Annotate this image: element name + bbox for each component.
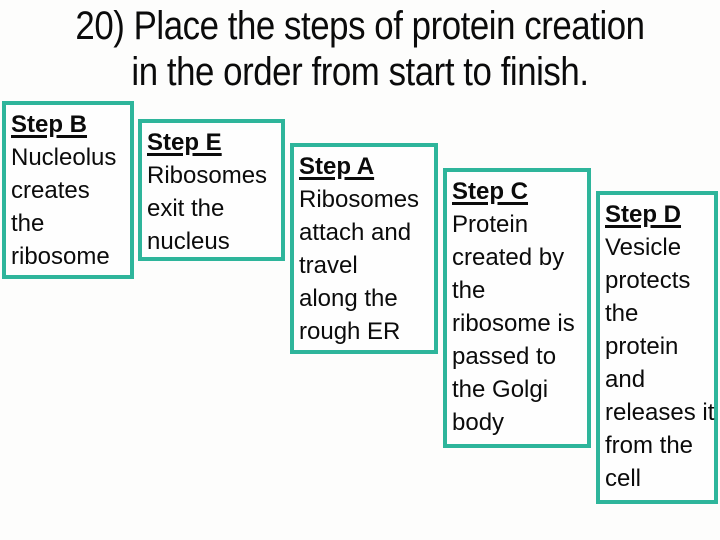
step-heading-a: Step A (299, 153, 375, 180)
step-body-line: protects (605, 267, 691, 294)
step-body-e: Ribosomes exit the nucleus (147, 159, 276, 258)
step-heading-c: Step C (452, 178, 529, 205)
step-body-line: attach and (299, 219, 412, 246)
step-heading-d: Step D (605, 201, 682, 228)
step-body-line: passed to (452, 343, 557, 370)
step-body-d: Vesicle protects the protein and releases it f… (605, 231, 715, 495)
step-body-b: Nucleolus creates the ribosome (11, 141, 125, 273)
step-body-line: cell (605, 465, 642, 492)
step-body-line: Ribosomes (147, 162, 268, 189)
step-body-line: Protein (452, 211, 529, 238)
step-body-line: Vesicle (605, 234, 682, 261)
step-body-line: exit the (147, 195, 225, 222)
step-body-line: the (605, 300, 639, 327)
step-body-line: created by (452, 244, 565, 271)
step-body-c: Protein created by the ribosome is passed to… (452, 208, 582, 439)
step-box-c[interactable]: Step C Protein created by the ribosome is pa… (443, 168, 591, 448)
title-line-2: in the order from start to finish. (131, 50, 589, 94)
step-body-line: rough ER (299, 318, 401, 345)
step-body-line: ribosome (11, 243, 110, 270)
step-body-line: ribosome is (452, 310, 575, 337)
slide-title: 20) Place the steps of protein creation … (47, 3, 673, 95)
step-box-b[interactable]: Step B Nucleolus creates the ribosome (2, 101, 134, 279)
step-box-e[interactable]: Step E Ribosomes exit the nucleus (138, 119, 285, 261)
step-body-line: the (452, 277, 486, 304)
step-body-line: Nucleolus (11, 144, 117, 171)
step-body-line: travel (299, 252, 358, 279)
step-body-line: creates (11, 177, 90, 204)
step-body-line: releases it (605, 399, 715, 426)
step-body-line: body (452, 409, 505, 436)
step-body-line: protein (605, 333, 679, 360)
step-body-line: nucleus (147, 228, 230, 255)
step-heading-e: Step E (147, 129, 222, 156)
step-heading-b: Step B (11, 111, 88, 138)
step-body-line: Ribosomes (299, 186, 420, 213)
step-body-line: from the (605, 432, 694, 459)
step-body-line: along the (299, 285, 398, 312)
step-body-line: the (11, 210, 45, 237)
step-body-line: and (605, 366, 646, 393)
step-body-a: Ribosomes attach and travel along the rough … (299, 183, 429, 348)
step-box-a[interactable]: Step A Ribosomes attach and travel along th… (290, 143, 438, 354)
step-body-line: the Golgi (452, 376, 549, 403)
step-box-d[interactable]: Step D Vesicle protects the protein and relea… (596, 191, 718, 504)
title-line-1: 20) Place the steps of protein creation (75, 4, 645, 48)
